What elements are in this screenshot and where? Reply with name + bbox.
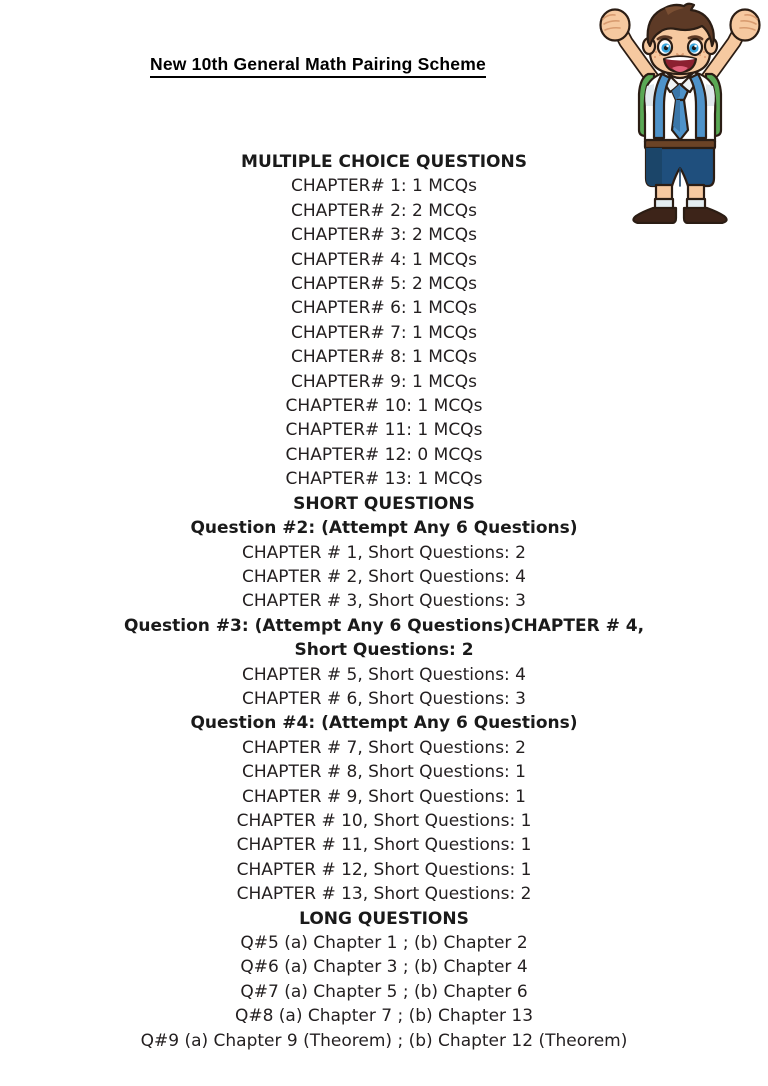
mcq-item: CHAPTER# 11: 1 MCQs	[285, 420, 483, 441]
long-question-item: Q#7 (a) Chapter 5 ; (b) Chapter 6	[240, 981, 528, 1002]
short-question-item: CHAPTER # 1, Short Questions: 2	[241, 542, 526, 563]
cheering-schoolboy-illustration	[592, 2, 768, 224]
section-heading-long: LONG QUESTIONS	[299, 908, 469, 929]
long-question-item: Q#6 (a) Chapter 3 ; (b) Chapter 4	[240, 957, 528, 978]
mcq-item: CHAPTER# 2: 2 MCQs	[290, 200, 478, 221]
short-question-item: CHAPTER # 2, Short Questions: 4	[241, 566, 526, 587]
mcq-item: CHAPTER# 7: 1 MCQs	[290, 322, 478, 343]
mcq-item: CHAPTER# 1: 1 MCQs	[290, 176, 478, 197]
long-question-item: Q#5 (a) Chapter 1 ; (b) Chapter 2	[240, 933, 528, 953]
short-question-item: CHAPTER # 13, Short Questions: 2	[236, 884, 532, 905]
mcq-item: CHAPTER# 5: 2 MCQs	[290, 274, 478, 295]
short-question-item: CHAPTER # 3, Short Questions: 3	[241, 591, 526, 612]
short-question-item: CHAPTER # 5, Short Questions: 4	[241, 664, 526, 685]
section-heading-short: SHORT QUESTIONS	[293, 493, 475, 514]
page-title: New 10th General Math Pairing Scheme	[150, 54, 486, 78]
section-heading-mcq: MULTIPLE CHOICE QUESTIONS	[241, 152, 527, 172]
mcq-item: CHAPTER# 9: 1 MCQs	[290, 371, 478, 392]
mcq-item: CHAPTER# 3: 2 MCQs	[290, 225, 478, 246]
short-question-item: CHAPTER # 10, Short Questions: 1	[236, 810, 532, 831]
mcq-item: CHAPTER# 4: 1 MCQs	[290, 249, 478, 270]
mcq-item: CHAPTER# 8: 1 MCQs	[290, 347, 478, 368]
mcq-item: CHAPTER# 10: 1 MCQs	[285, 396, 483, 417]
short-question-item: CHAPTER # 9, Short Questions: 1	[241, 786, 526, 807]
question-3-label: Question #3: (Attempt Any 6 Questions)CH…	[123, 615, 645, 661]
short-question-item: CHAPTER # 8, Short Questions: 1	[241, 762, 526, 783]
question-4-label: Question #4: (Attempt Any 6 Questions)	[190, 713, 578, 734]
short-question-item: CHAPTER # 12, Short Questions: 1	[236, 859, 532, 880]
long-question-item: Q#8 (a) Chapter 7 ; (b) Chapter 13	[234, 1006, 534, 1027]
short-question-item: CHAPTER # 7, Short Questions: 2	[241, 737, 526, 758]
short-question-item: CHAPTER # 11, Short Questions: 1	[236, 835, 532, 856]
pairing-scheme-content: MULTIPLE CHOICE QUESTIONS CHAPTER# 1: 1 …	[0, 150, 768, 1053]
mcq-item: CHAPTER# 12: 0 MCQs	[285, 444, 483, 465]
short-question-item: CHAPTER # 6, Short Questions: 3	[241, 688, 526, 709]
mcq-item: CHAPTER# 6: 1 MCQs	[290, 298, 478, 319]
mcq-item: CHAPTER# 13: 1 MCQs	[285, 469, 483, 490]
question-2-label: Question #2: (Attempt Any 6 Questions)	[190, 518, 578, 539]
long-question-item: Q#9 (a) Chapter 9 (Theorem) ; (b) Chapte…	[140, 1030, 628, 1051]
